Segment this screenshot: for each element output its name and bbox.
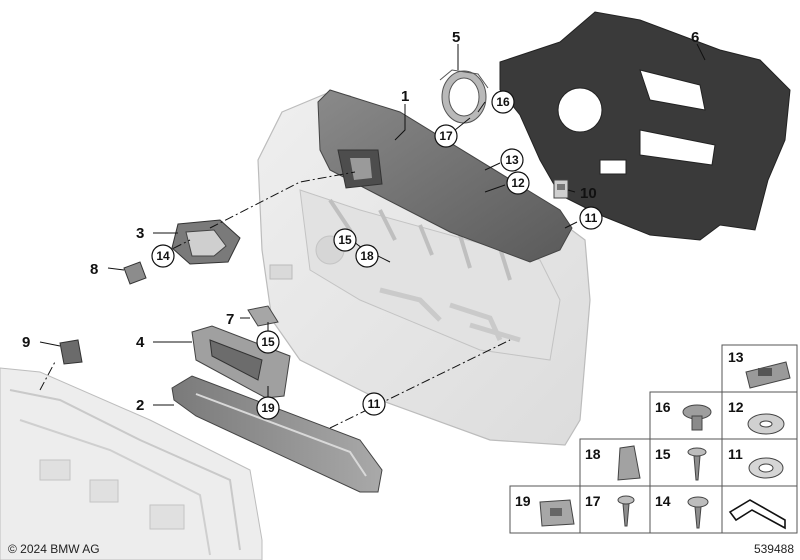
door-trim-panel xyxy=(257,91,591,446)
door-handle xyxy=(171,219,241,265)
parts-table-16: 16 xyxy=(655,399,671,415)
parts-table-14: 14 xyxy=(655,493,671,509)
screw-part-17-icon xyxy=(617,495,635,527)
upper-trim-strip xyxy=(317,89,573,263)
clip-profile-icon xyxy=(728,499,786,530)
nut-part-11-icon xyxy=(748,457,784,479)
callout-19: 19 xyxy=(261,401,275,415)
callout-18: 18 xyxy=(360,249,374,263)
clip-part-19-icon xyxy=(539,499,575,527)
nut-part-12-icon xyxy=(747,413,785,435)
parts-table-19: 19 xyxy=(515,493,531,509)
callout-11-bottom: 11 xyxy=(368,397,381,411)
copyright-text: © 2024 BMW AG xyxy=(8,542,100,556)
callout-15-bottom: 15 xyxy=(261,335,275,349)
clip-part-16-icon xyxy=(682,404,712,431)
screw-part-14-icon xyxy=(687,496,709,529)
clip-part-13-icon xyxy=(745,361,791,389)
sound-insulation xyxy=(499,11,791,241)
callout-11-top: 11 xyxy=(585,211,598,225)
armrest xyxy=(171,375,383,493)
switch-module xyxy=(59,339,83,365)
parts-table-15: 15 xyxy=(655,446,671,462)
callout-15-top: 15 xyxy=(338,233,352,247)
parts-table: 13 16 12 18 15 11 xyxy=(509,344,798,534)
cover-cap xyxy=(123,261,147,285)
callout-2: 2 xyxy=(136,397,144,414)
speaker-ring xyxy=(439,69,489,124)
parts-table-12: 12 xyxy=(728,399,744,415)
bezel-trim xyxy=(247,305,279,327)
callout-9: 9 xyxy=(22,334,30,351)
circled-callouts: 16 17 13 12 11 15 18 14 15 19 11 xyxy=(151,90,603,420)
callout-14: 14 xyxy=(156,249,170,263)
callout-16: 16 xyxy=(496,95,510,109)
callout-12: 12 xyxy=(511,176,525,190)
switch-frame xyxy=(191,325,291,399)
callout-7: 7 xyxy=(226,311,234,328)
parts-table-18: 18 xyxy=(585,446,601,462)
parts-table-11: 11 xyxy=(728,446,743,462)
parts-table-13: 13 xyxy=(728,349,744,365)
callout-3: 3 xyxy=(136,225,144,242)
callout-6: 6 xyxy=(691,29,699,46)
clip-part-18-icon xyxy=(617,445,641,481)
screw-part-15-icon xyxy=(687,447,707,481)
clip-10 xyxy=(553,179,569,199)
callout-5: 5 xyxy=(452,29,460,46)
callout-8: 8 xyxy=(90,261,98,278)
callout-10: 10 xyxy=(580,185,597,202)
door-inner-frame xyxy=(0,367,263,560)
callout-4: 4 xyxy=(136,334,145,351)
callout-labels: 1 5 6 3 8 7 4 9 2 10 xyxy=(22,29,699,414)
callout-1: 1 xyxy=(401,88,409,105)
parts-table-17: 17 xyxy=(585,493,601,509)
callout-13: 13 xyxy=(505,153,519,167)
diagram-number: 539488 xyxy=(754,542,794,556)
callout-17: 17 xyxy=(439,129,453,143)
